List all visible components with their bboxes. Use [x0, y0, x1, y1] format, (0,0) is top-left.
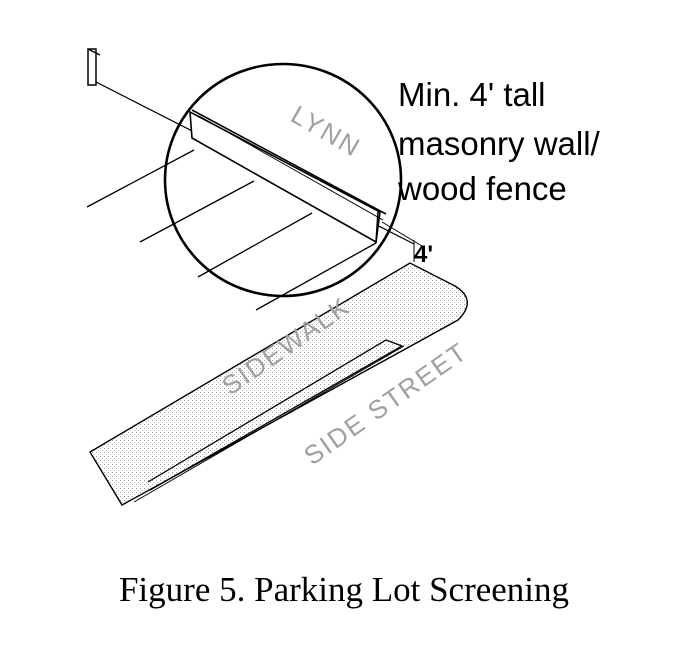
callout-line-2: masonry wall/ — [398, 125, 601, 162]
fence-wall-top-inner — [198, 115, 384, 221]
parking-stall-lines — [86, 149, 377, 311]
callout-line-3: wood fence — [397, 170, 567, 207]
figure-caption: Figure 5. Parking Lot Screening — [118, 570, 570, 609]
stall-line — [139, 180, 255, 243]
fence-wall — [189, 109, 387, 244]
fence-end-post-cap — [87, 48, 101, 56]
fence-end-post — [87, 48, 97, 86]
street-name-label: LYNN — [286, 99, 366, 163]
fence-wall-top-edge — [191, 109, 387, 215]
curb-inner-edge — [147, 339, 404, 491]
stall-line — [255, 242, 377, 311]
callout-text: Min. 4' tall masonry wall/ wood fence — [397, 76, 601, 207]
sidewalk — [89, 262, 468, 506]
callout-circle — [163, 62, 403, 298]
dimension-line — [381, 221, 423, 247]
callout-line-1: Min. 4' tall — [398, 76, 546, 113]
street-edge — [133, 345, 405, 503]
fence-wall-end — [375, 211, 379, 244]
stall-line — [197, 212, 313, 278]
stall-line — [86, 149, 195, 208]
dimension-label: 4' — [414, 241, 433, 268]
